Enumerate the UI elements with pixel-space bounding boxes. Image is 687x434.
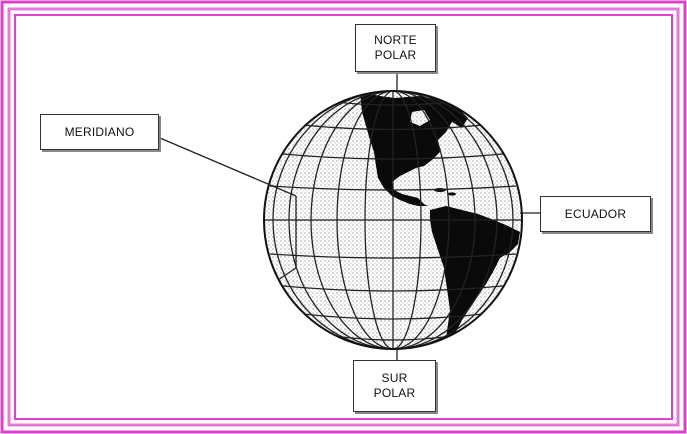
south-pole-label: SUR POLAR xyxy=(353,360,436,412)
meridian-label: MERIDIANO xyxy=(40,114,159,150)
equator-label: ECUADOR xyxy=(540,196,651,232)
meridian-label-text: MERIDIANO xyxy=(65,125,135,140)
north-pole-label-line2: POLAR xyxy=(374,48,417,63)
caribbean-island xyxy=(448,192,456,195)
south-pole-label-line1: SUR xyxy=(374,371,416,386)
south-pole-label-line2: POLAR xyxy=(374,386,416,401)
north-pole-label: NORTE POLAR xyxy=(355,24,436,72)
north-pole-label-line1: NORTE xyxy=(374,33,417,48)
equator-label-text: ECUADOR xyxy=(565,207,626,222)
